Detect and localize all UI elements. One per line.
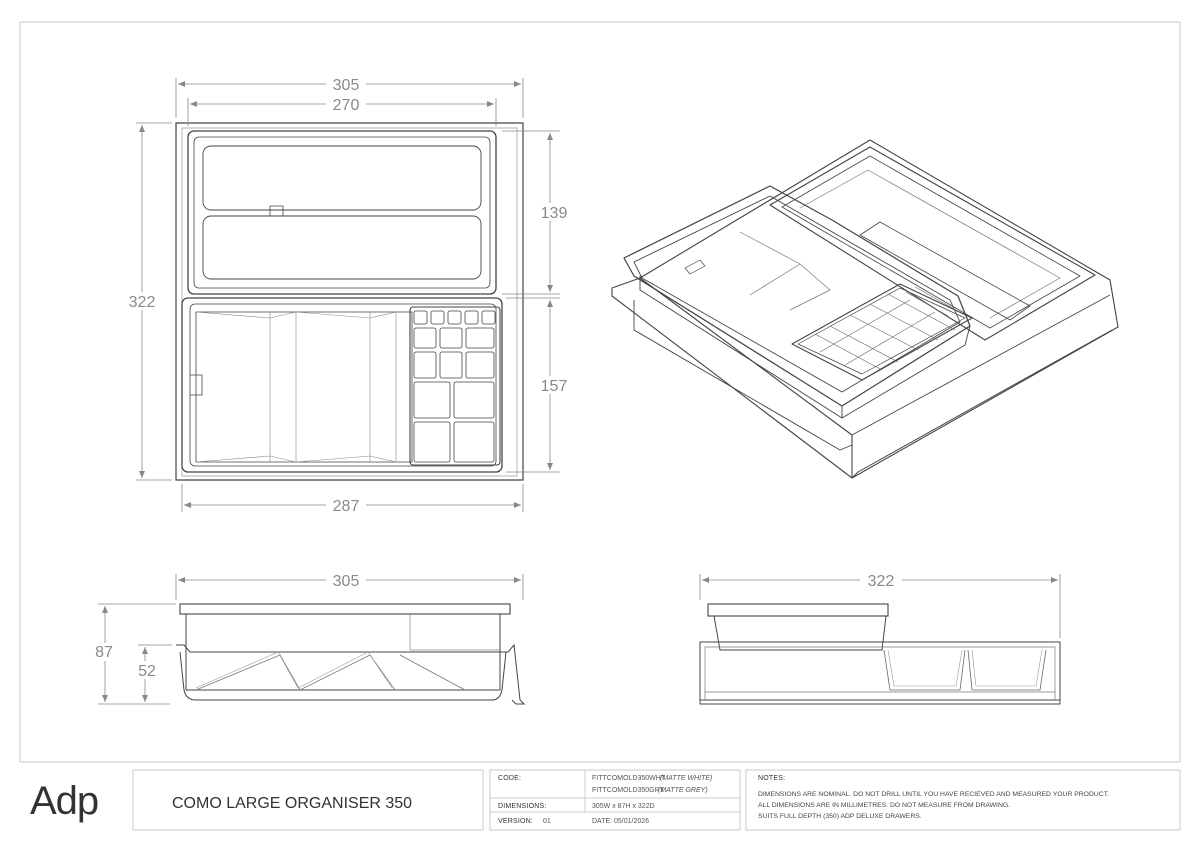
notes-label: NOTES:: [758, 775, 785, 782]
code-grey: FITTCOMOLD350GRY: [592, 787, 665, 794]
front-view: [176, 603, 526, 705]
dim-upper-tray-depth: 139: [541, 205, 568, 222]
dim-plan-width-outer: 305: [333, 77, 360, 94]
brand-logo: Adp: [30, 779, 98, 823]
note-line-3: SUITS FULL DEPTH (350) ADP DELUXE DRAWER…: [758, 813, 922, 820]
dim-plan-depth: 322: [129, 294, 156, 311]
code-grey-finish: (MATTE GREY): [658, 787, 708, 794]
dim-side-depth: 322: [868, 573, 895, 590]
date-value: 05/01/2026: [614, 818, 649, 825]
dimensions-label: DIMENSIONS:: [498, 803, 546, 810]
code-label: CODE:: [498, 775, 521, 782]
dim-front-height-total: 87: [95, 644, 113, 661]
dim-base-width: 287: [333, 498, 360, 515]
code-white-finish: (MATTE WHITE): [660, 775, 712, 782]
front-dimension-lines: [98, 574, 524, 705]
plan-view: [175, 122, 524, 481]
note-line-2: ALL DIMENSIONS ARE IN MILLIMETRES. DO NO…: [758, 802, 1010, 809]
version-label: VERSION:: [498, 818, 533, 825]
side-view: [699, 603, 1061, 705]
version-value: 01: [543, 818, 551, 825]
date-label: DATE:: [592, 818, 612, 825]
drawing-border: [19, 21, 1181, 763]
isometric-view: [611, 139, 1119, 479]
code-white: FITTCOMOLD350WHT: [592, 775, 666, 782]
dim-front-height-base: 52: [138, 663, 156, 680]
dim-lower-tray-depth: 157: [541, 378, 568, 395]
dimensions-value: 305W x 87H x 322D: [592, 803, 655, 810]
product-title: COMO LARGE ORGANISER 350: [172, 795, 412, 812]
dim-front-width: 305: [333, 573, 360, 590]
dim-plan-width-inner: 270: [333, 97, 360, 114]
note-line-1: DIMENSIONS ARE NOMINAL. DO NOT DRILL UNT…: [758, 791, 1109, 798]
title-block: Adp COMO LARGE ORGANISER 350 CODE: FITTC…: [30, 769, 1181, 831]
